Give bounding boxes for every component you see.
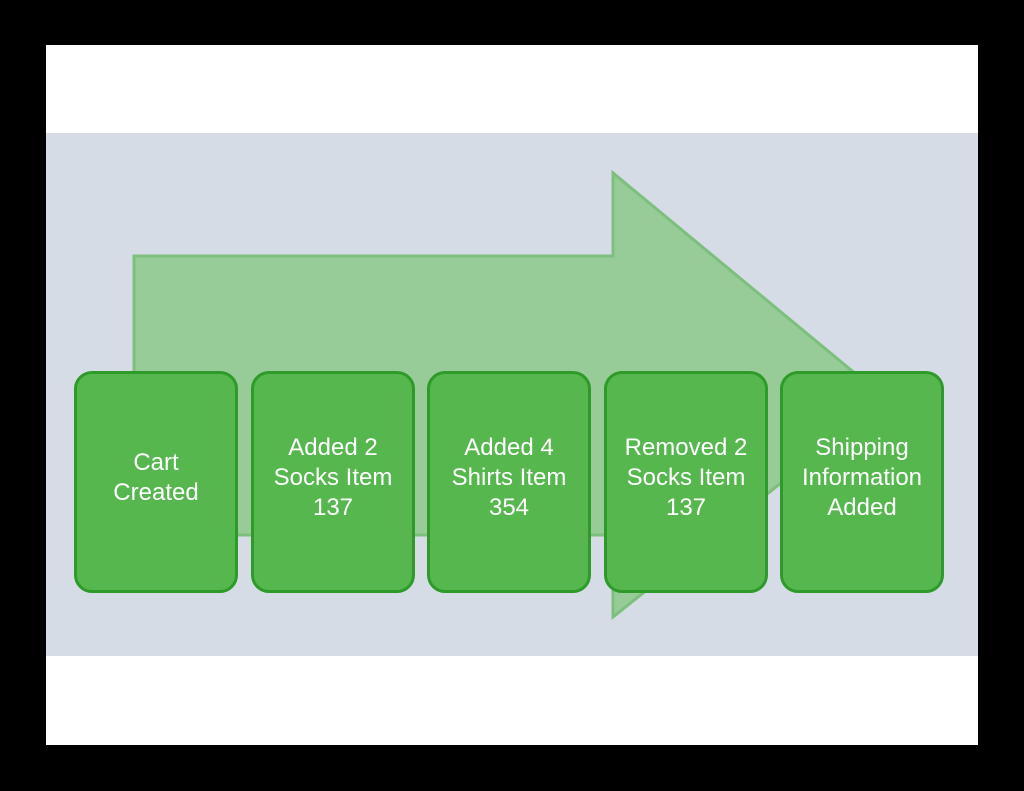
diagram-band: Cart Created Added 2 Socks Item 137 Adde… [46,133,978,656]
event-label-shipping-info-added: Shipping Information Added [801,434,923,521]
event-box-removed-2-socks: Removed 2 Socks Item 137 [604,371,768,593]
slide: Cart Created Added 2 Socks Item 137 Adde… [46,45,978,745]
event-box-cart-created: Cart Created [74,371,238,593]
event-box-shipping-info-added: Shipping Information Added [780,371,944,593]
event-box-added-4-shirts: Added 4 Shirts Item 354 [427,371,591,593]
event-label-added-4-shirts: Added 4 Shirts Item 354 [451,434,567,521]
event-label-cart-created: Cart Created [113,449,199,506]
event-box-added-2-socks: Added 2 Socks Item 137 [251,371,415,593]
event-label-removed-2-socks: Removed 2 Socks Item 137 [624,434,748,521]
event-label-added-2-socks: Added 2 Socks Item 137 [273,434,393,521]
